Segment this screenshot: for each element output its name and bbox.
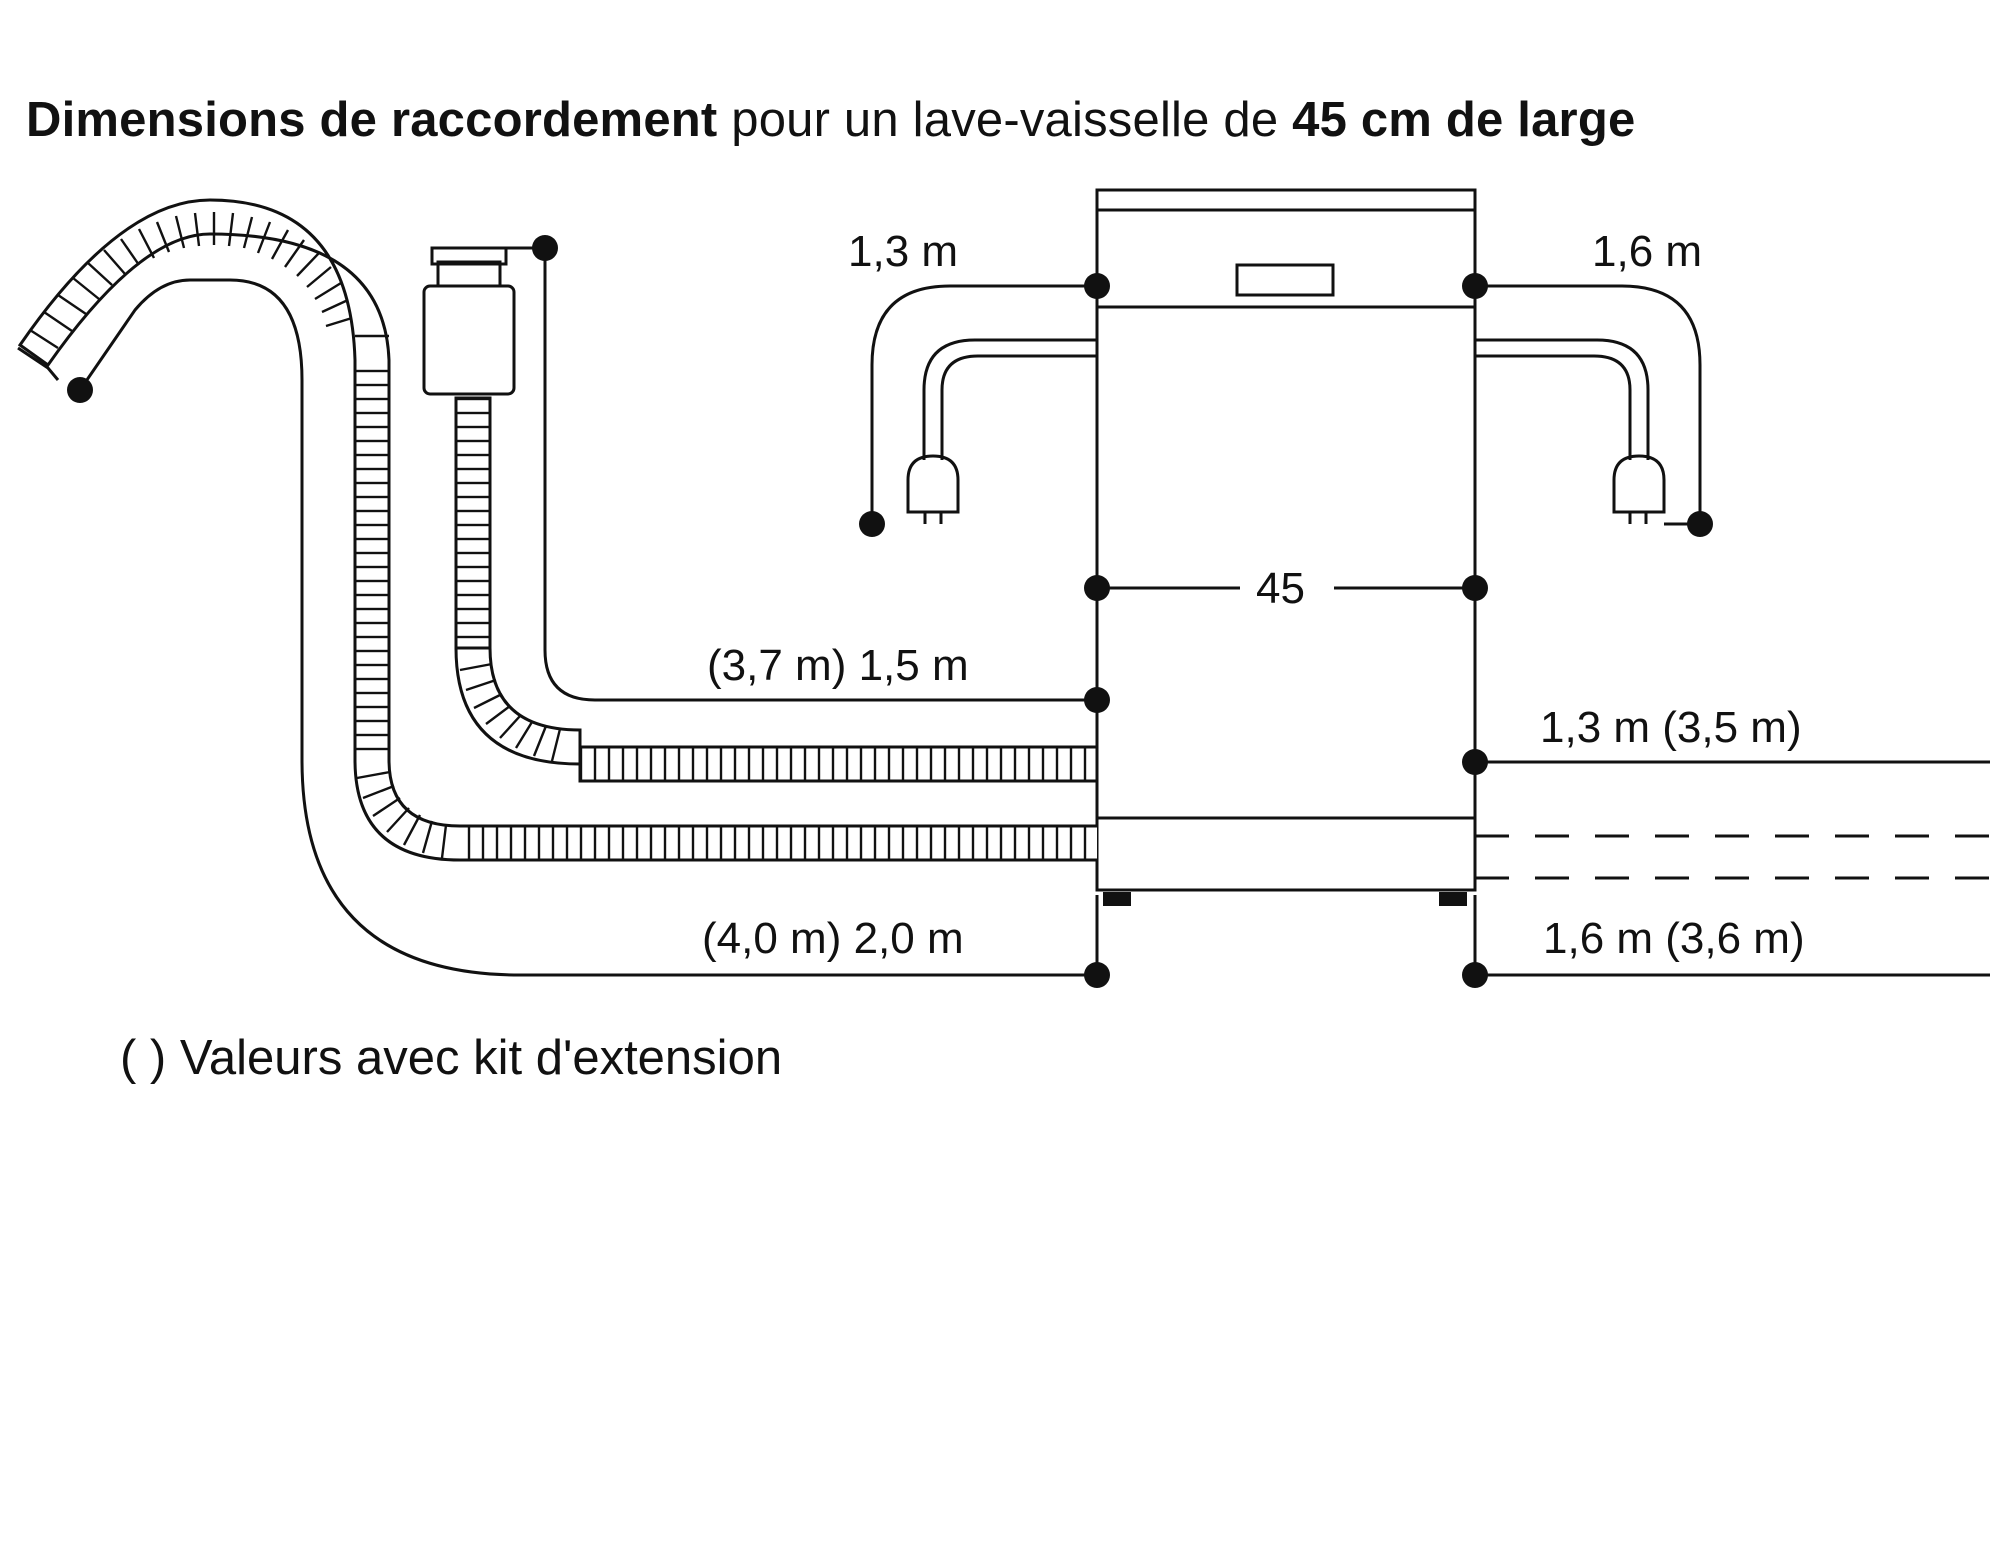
inlet-hose: (4,0 m) 2,0 m [17, 198, 1110, 988]
siphon-nut [436, 260, 502, 288]
label-power-right: 1,6 m [1592, 227, 1702, 276]
drain-hose: (3,7 m) 1,5 m [422, 235, 1110, 783]
label-width: 45 [1256, 564, 1305, 613]
width-dimension: 45 [1084, 564, 1488, 613]
dimension-line-drain-left [543, 248, 1097, 702]
drain-hose-horizontal [578, 745, 1099, 783]
footnote: ( ) Valeurs avec kit d'extension [120, 1031, 783, 1085]
endpoint-dot [1462, 273, 1488, 299]
bend-ribs [459, 662, 562, 762]
endpoint-dot [859, 511, 885, 537]
plug-left-icon [906, 454, 960, 514]
label-drain-right: 1,3 m (3,5 m) [1540, 703, 1802, 752]
dimension-line-power-right [1475, 284, 1702, 524]
title-part-4: de large [1445, 93, 1636, 147]
plug-right-icon [1612, 454, 1666, 514]
siphon-cap [430, 246, 508, 266]
endpoint-dot [1084, 273, 1110, 299]
foot-right [1439, 892, 1467, 906]
endpoint-dot [532, 235, 558, 261]
diagram-title: Dimensions de raccordement pour un lave-… [26, 92, 1635, 148]
inlet-hose-end [17, 346, 60, 381]
right-connections: 1,3 m (3,5 m) 1,6 m (3,6 m) [1462, 703, 1990, 988]
endpoint-dot [1084, 687, 1110, 713]
cable-inner [1475, 354, 1632, 460]
dishwasher-outline [1095, 188, 1477, 892]
power-cable-right: 1,6 m [1462, 227, 1713, 537]
dishwasher [1095, 188, 1477, 906]
title-part-3: 45 cm [1292, 93, 1433, 147]
label-drain-left: (3,7 m) 1,5 m [707, 641, 969, 690]
title-part-1: Dimensions de raccordement [26, 93, 718, 147]
dimension-line-power-left [870, 284, 1097, 524]
endpoint-dot [67, 377, 93, 403]
inlet-bend-ribs [356, 770, 448, 859]
power-cable-left: 1,3 m [848, 227, 1110, 537]
cable-outer [922, 338, 1097, 460]
inlet-arc-ribs [29, 212, 389, 350]
cable-outer [1475, 338, 1650, 460]
drain-hose-vertical [454, 396, 492, 650]
label-power-left: 1,3 m [848, 227, 958, 276]
siphon-connector [422, 284, 516, 396]
endpoint-dot [1462, 749, 1488, 775]
label-inlet-left: (4,0 m) 2,0 m [702, 914, 964, 963]
endpoint-dot [1084, 575, 1110, 601]
inlet-hose-horizontal [460, 827, 1097, 859]
endpoint-dot [1462, 575, 1488, 601]
foot-left [1103, 892, 1131, 906]
cable-inner [940, 354, 1097, 460]
inlet-hose-vertical [355, 360, 389, 760]
title-part-2: pour un lave-vaisselle de [731, 93, 1279, 147]
dimension-line-inlet-left [78, 278, 1097, 977]
endpoint-dot [1462, 962, 1488, 988]
label-inlet-right: 1,6 m (3,6 m) [1543, 914, 1805, 963]
control-display [1235, 263, 1335, 297]
